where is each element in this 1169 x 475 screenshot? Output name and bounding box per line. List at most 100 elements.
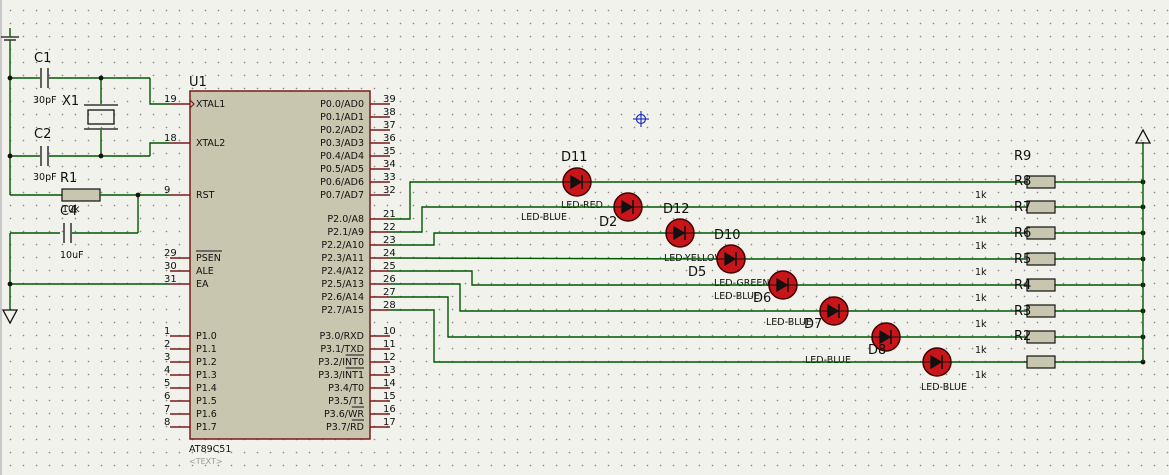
pin-name: P1.0 bbox=[196, 331, 217, 342]
pin-name: P2.3/A11 bbox=[321, 253, 364, 264]
pin-number: 13 bbox=[383, 365, 396, 376]
pin-number: 2 bbox=[164, 339, 170, 350]
resistor-value-label: 1k bbox=[975, 370, 987, 381]
led-type-label: LED-BLUE bbox=[805, 355, 851, 366]
capacitor-c4[interactable]: C4 10uF bbox=[60, 204, 138, 261]
pin-name: P1.5 bbox=[196, 396, 217, 407]
pin-name: P3.4/T0 bbox=[328, 383, 364, 394]
pin-number: 33 bbox=[383, 172, 396, 183]
pin-name: P0.1/AD1 bbox=[320, 112, 364, 123]
chip-pin-left[interactable]: 5 P1.4 bbox=[164, 378, 217, 394]
chip-pin-right[interactable]: 33 P0.6/AD6 bbox=[320, 172, 396, 188]
led-row-wire bbox=[390, 179, 1146, 220]
pin-name: P0.0/AD0 bbox=[320, 99, 364, 110]
capacitor-c1[interactable]: C1 30pF bbox=[10, 51, 150, 106]
capacitor-c2[interactable]: C2 30pF bbox=[10, 127, 150, 183]
pin-number: 8 bbox=[164, 417, 170, 428]
chip-part-label: AT89C51 bbox=[189, 444, 231, 455]
pin-number: 26 bbox=[383, 274, 396, 285]
led-ref-label: D7 bbox=[804, 317, 822, 332]
pin-number: 39 bbox=[383, 94, 396, 105]
pin-number: 38 bbox=[383, 107, 396, 118]
resistor-ref-label: R4 bbox=[1014, 278, 1031, 293]
resistor-r2[interactable]: R2 1k bbox=[975, 329, 1056, 381]
c2-value-label: 30pF bbox=[33, 172, 57, 183]
led-type-label: LED-BLUE bbox=[714, 291, 760, 302]
resistor-ref-label: R2 bbox=[1014, 329, 1031, 344]
pin-name: P1.4 bbox=[196, 383, 217, 394]
resistor-r3[interactable]: R3 1k bbox=[975, 304, 1056, 356]
pin-number: 19 bbox=[164, 94, 177, 105]
crystal-x1[interactable]: X1 bbox=[62, 78, 118, 156]
led-resistor-array: D11LED-REDR91kD2LED-BLUER81kD12LED-YELLO… bbox=[389, 149, 1146, 393]
resistor-value-label: 1k bbox=[975, 345, 987, 356]
pin-number: 5 bbox=[164, 378, 170, 389]
pin-name: P3.6/WR bbox=[324, 409, 364, 420]
pin-name: P1.3 bbox=[196, 370, 217, 381]
ground-symbol-bottom[interactable] bbox=[1, 309, 19, 325]
chip-pin-right[interactable]: 39 P0.0/AD0 bbox=[320, 94, 396, 110]
pin-number: 11 bbox=[383, 339, 396, 350]
ground-symbol-top[interactable] bbox=[1, 28, 19, 41]
resistor-ref-label: R3 bbox=[1014, 304, 1031, 319]
junction-dot bbox=[135, 192, 141, 198]
led-type-label: LED-BLUE bbox=[521, 212, 567, 223]
pin-number: 17 bbox=[383, 417, 396, 428]
c4-ref-label: C4 bbox=[60, 204, 77, 219]
chip-pin-right[interactable]: 38 P0.1/AD1 bbox=[320, 107, 396, 123]
resistor-r1[interactable]: R1 10k bbox=[10, 171, 170, 215]
pin-name: P0.6/AD6 bbox=[320, 177, 364, 188]
led-ref-label: D12 bbox=[663, 202, 690, 217]
power-rail[interactable] bbox=[1134, 128, 1152, 362]
